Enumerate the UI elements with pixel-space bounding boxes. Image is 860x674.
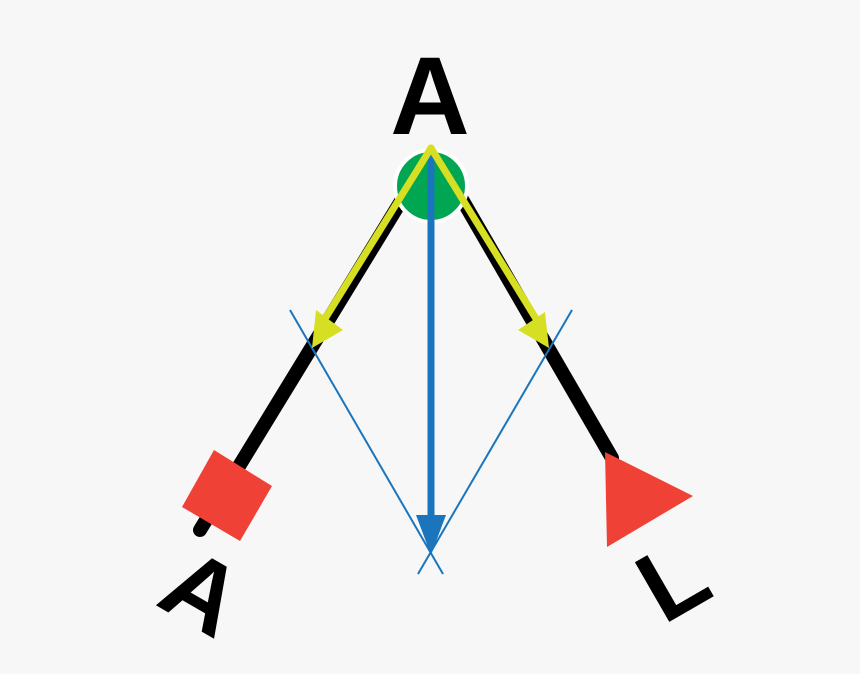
label-bottom-left: A — [143, 526, 262, 659]
vertical-vector-arrowhead — [416, 515, 446, 555]
right-ligand-triangle — [605, 452, 693, 547]
left-ligand-square — [182, 450, 272, 541]
label-top: A — [390, 35, 469, 158]
projection-line-right — [417, 309, 573, 575]
label-bottom-right: L — [619, 517, 728, 645]
left-bond-vector — [319, 144, 435, 326]
left-bond-vector-arrowhead — [312, 310, 343, 348]
projection-line-left — [289, 309, 444, 575]
right-bond-vector — [427, 144, 542, 326]
right-bond-vector-arrowhead — [518, 312, 549, 348]
